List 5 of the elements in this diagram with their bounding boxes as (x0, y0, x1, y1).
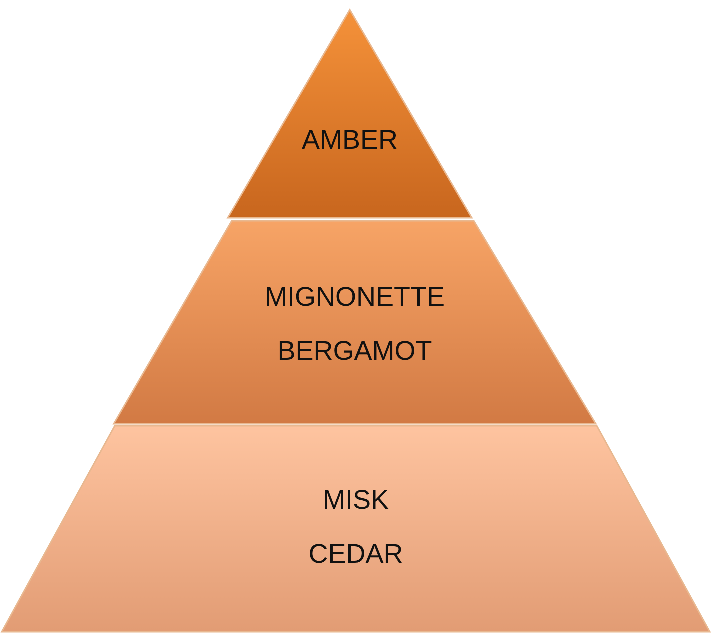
tier-label: MISK (322, 484, 389, 516)
tier-label: CEDAR (308, 538, 404, 570)
tier-label: MIGNONETTE (265, 281, 445, 313)
tier-label: BERGAMOT (278, 335, 432, 367)
tier-label: AMBER (302, 124, 398, 156)
